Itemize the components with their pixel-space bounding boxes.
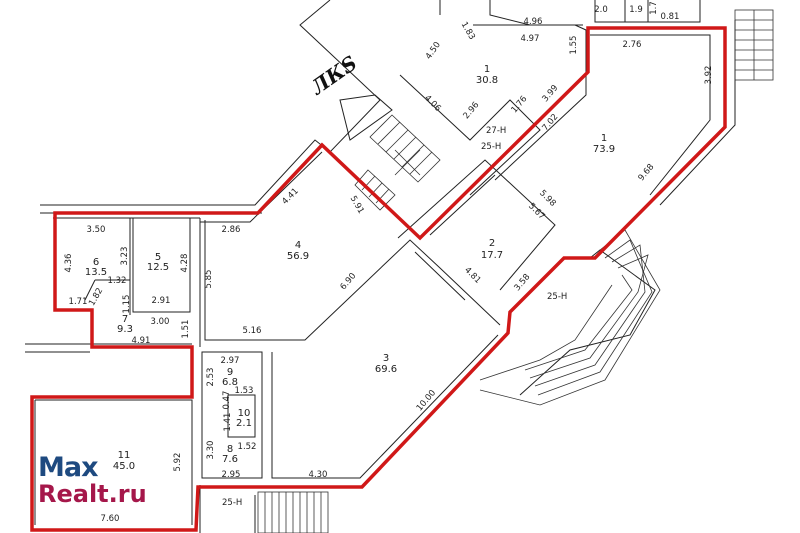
dimension: 1.71 [69,297,88,307]
walls [25,0,736,533]
room-area: 13.5 [85,267,107,278]
level-mark: 27-Н [486,126,506,136]
room-number: 3 [383,353,389,364]
room-number: 5 [155,252,161,263]
room-number: 4 [295,240,301,251]
dimension: 3.00 [151,317,170,327]
room-area: 17.7 [481,250,503,261]
dimension: 3.50 [87,225,106,235]
dimension: 1.41 [223,413,233,432]
dimension: 3.92 [704,66,714,85]
room-area: 2.1 [236,418,252,429]
maxrealt-logo: Max Realt.ru [38,452,147,508]
room-number: 2 [489,238,495,249]
room-area: 1.7 [649,1,659,15]
room-area: 45.0 [113,461,135,472]
room-area: 73.9 [593,144,615,155]
dimension: 2.96 [462,100,482,121]
dimension: 5.98 [537,188,557,208]
room-number: 8 [227,444,233,455]
dimension: 3.23 [120,247,130,266]
premises-outline [30,26,727,532]
dimension: 5.16 [243,326,262,336]
level-mark: 25-Н [222,498,242,508]
level-marks: 27-Н 25-Н 25-Н 25-Н [222,126,567,508]
room-number: 10 [238,408,251,419]
dimension: 1.51 [181,320,191,339]
dimension: 1.15 [122,295,132,314]
room-area: 1.9 [629,5,643,15]
staircases [257,9,774,533]
stair-top-right [734,9,774,81]
dimension: 4.06 [422,93,442,113]
dimension: 9.68 [637,162,657,183]
dimension: 5.91 [348,194,366,215]
dimension: 2.97 [221,356,240,366]
room-area: 7.6 [222,454,238,465]
handwritten-label: ЛКЅ [306,51,362,100]
room-number: 1 [484,64,490,75]
top-room-labels: 2.0 1.9 1.7 0.81 [594,1,679,22]
dimension: 5.67 [526,201,546,221]
room-area: 69.6 [375,364,397,375]
dimension: 1.32 [108,276,127,286]
dimension: 2.91 [152,296,171,306]
dimension: 4.81 [462,265,482,285]
room-area: 6.8 [222,377,238,388]
room-number: 11 [118,450,131,461]
dimension: 7.60 [101,514,120,524]
dimension: 3.30 [206,441,216,460]
dimension: 0.47 [222,391,232,410]
stair-bottom [257,491,329,533]
dimension: 4.91 [132,336,151,346]
room-number: 6 [93,257,99,268]
stair-right-fan [479,229,661,406]
dimension: 4.28 [180,254,190,273]
room-number: 1 [601,133,607,144]
dimension: 1.83 [459,20,477,41]
room-area: 12.5 [147,262,169,273]
dimension: 5.85 [204,270,214,289]
room-area: 9.3 [117,324,133,335]
dimension: 6.90 [339,271,359,292]
dimension: 4.50 [424,40,443,61]
room-labels: 1 30.8 1 73.9 2 17.7 3 69.6 4 56.9 5 12.… [85,64,615,472]
dimension: 5.92 [173,453,183,472]
dimension: 1.55 [569,36,579,55]
dimension: 2.95 [222,470,241,480]
dimension: 2.53 [206,368,216,387]
logo-line-2: Realt.ru [38,480,147,508]
dimension: 2.76 [623,40,642,50]
dimension: 1.76 [510,94,530,115]
room-area: 30.8 [476,75,498,86]
level-mark: 25-Н [481,142,501,152]
room-area: 56.9 [287,251,309,262]
dimension: 4.97 [521,34,540,44]
dimension: 1.52 [238,442,257,452]
dimension: 3.58 [513,272,533,293]
dimension: 4.96 [524,17,543,27]
room-number: 9 [227,367,233,378]
dimension: 4.36 [64,254,74,273]
room-area: 0.81 [661,12,680,22]
logo-line-1: Max [38,452,99,483]
room-area: 2.0 [594,5,608,15]
level-mark: 25-Н [547,292,567,302]
stair-center [354,114,441,211]
dimension: 1.53 [235,386,254,396]
room-number: 7 [122,314,128,325]
dimension: 2.86 [222,225,241,235]
dimension: 4.30 [309,470,328,480]
